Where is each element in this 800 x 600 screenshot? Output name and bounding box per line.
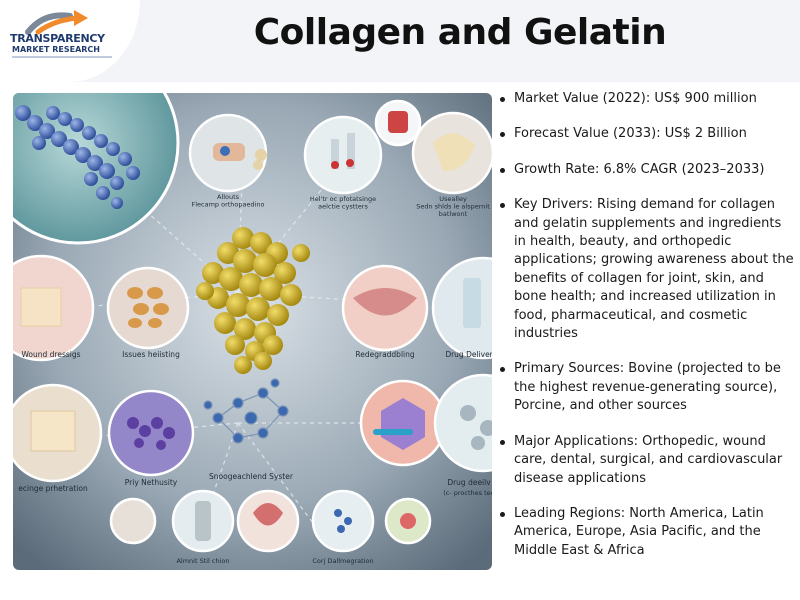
circle-top2 — [303, 115, 383, 195]
label-bot1: Almnit Stil chion — [176, 557, 229, 565]
bullet-key-drivers: Key Drivers: Rising demand for collagen … — [496, 196, 794, 343]
bullet-leading-regions: Leading Regions: North America, Latin Am… — [496, 505, 794, 560]
bullet-forecast-value: Forecast Value (2033): US$ 2 Billion — [496, 125, 794, 143]
page-title: Collagen and Gelatin — [253, 12, 667, 53]
bullet-primary-sources: Primary Sources: Bovine (projected to be… — [496, 360, 794, 415]
header-band: TRANSPARENCY MARKET RESEARCH Collagen an… — [0, 0, 800, 82]
label-bot2: Corj Dallmegration — [312, 557, 373, 565]
circle-bot4 — [311, 489, 375, 553]
label-degrad: Redegraddbling — [355, 350, 415, 359]
growth-arrow-icon — [25, 10, 88, 35]
label-purple: Priy Nethusity — [125, 478, 178, 487]
circle-purple — [107, 389, 195, 477]
logo-tagline-rule — [12, 56, 112, 58]
label-wound: Wound dressigs — [21, 350, 80, 359]
key-facts-list: Market Value (2022): US$ 900 million For… — [496, 90, 794, 577]
circle-bot1 — [109, 497, 157, 545]
bullet-market-value: Market Value (2022): US$ 900 million — [496, 90, 794, 108]
label-drug2: Drug deeilv — [447, 478, 491, 487]
gold-molecule-cluster — [196, 227, 310, 374]
blue-network-molecule — [203, 378, 289, 444]
tmr-logo[interactable]: TRANSPARENCY MARKET RESEARCH — [8, 10, 128, 72]
bullet-growth-rate: Growth Rate: 6.8% CAGR (2023–2033) — [496, 161, 794, 179]
logo-line1: TRANSPARENCY — [10, 32, 105, 45]
label-drug2b: (c- procthes ted — [443, 489, 492, 497]
label-drug: Drug Delivers — [445, 350, 492, 359]
label-sponge: ecinge prhetration — [18, 484, 88, 493]
label-tissue: Issues heiisting — [122, 350, 180, 359]
bullet-major-applications: Major Applications: Orthopedic, wound ca… — [496, 433, 794, 488]
logo-line2: MARKET RESEARCH — [12, 45, 100, 54]
label-network: Snoogeachlend Syster — [209, 472, 294, 481]
